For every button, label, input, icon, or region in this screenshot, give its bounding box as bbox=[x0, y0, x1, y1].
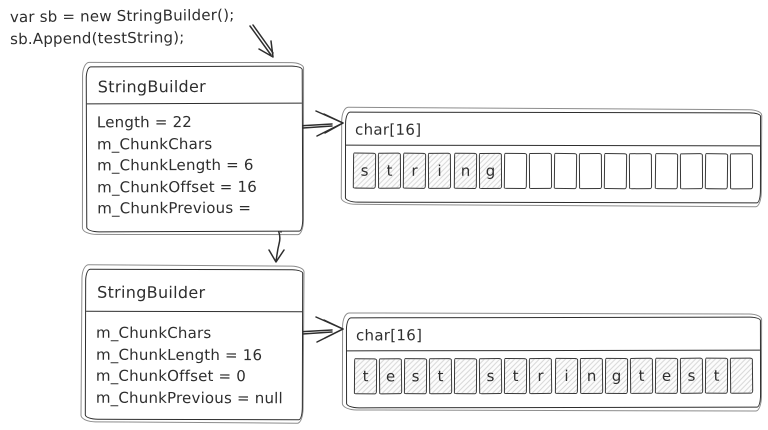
code-snippet: var sb = new StringBuilder(); sb.Append(… bbox=[10, 4, 235, 50]
char-cell bbox=[704, 153, 729, 190]
char-cell bbox=[729, 357, 754, 394]
char-cell bbox=[604, 152, 628, 190]
char-cell bbox=[729, 153, 754, 190]
char-cell: g bbox=[604, 357, 628, 394]
char-cell: i bbox=[428, 152, 452, 189]
field-row: m_ChunkOffset = 16 bbox=[97, 177, 258, 197]
char-cell: s bbox=[404, 358, 428, 395]
char-cell: r bbox=[403, 152, 427, 189]
char-cell: e bbox=[378, 358, 403, 395]
field-row: m_ChunkLength = 16 bbox=[95, 345, 263, 364]
code-line-1: var sb = new StringBuilder(); bbox=[9, 5, 235, 27]
char-cell: r bbox=[529, 357, 553, 395]
field-row: m_ChunkChars bbox=[96, 134, 213, 153]
arrow-code-to-builder1-icon bbox=[249, 24, 274, 58]
char-cell: t bbox=[377, 152, 402, 189]
field-row: m_ChunkChars bbox=[96, 323, 212, 343]
char-cell bbox=[679, 153, 703, 190]
char-cell: s bbox=[479, 357, 503, 395]
field-row: m_ChunkPrevious = bbox=[97, 199, 252, 218]
stringbuilder-1-fields: Length = 22 m_ChunkChars m_ChunkLength = 6… bbox=[87, 104, 302, 221]
char-cell bbox=[578, 152, 603, 190]
char-cell bbox=[629, 153, 653, 190]
char-cell bbox=[454, 358, 478, 395]
stringbuilder-2-fields: m_ChunkChars m_ChunkLength = 16 m_ChunkOff… bbox=[86, 312, 302, 410]
stringbuilder-box-2: StringBuilder m_ChunkChars m_ChunkLength … bbox=[84, 268, 304, 421]
char-cell: n bbox=[579, 357, 603, 395]
char-cell: e bbox=[654, 357, 678, 394]
char-cell: g bbox=[478, 152, 502, 189]
char-array-2-title: char[16] bbox=[346, 317, 760, 352]
char-cell: t bbox=[704, 357, 729, 394]
char-cell: i bbox=[554, 357, 578, 395]
char-cell bbox=[503, 152, 528, 190]
char-cell: t bbox=[429, 358, 453, 395]
char-cell: t bbox=[629, 357, 653, 394]
char-cell: s bbox=[352, 152, 377, 189]
stringbuilder-box-1: StringBuilder Length = 22 m_ChunkChars m_C… bbox=[85, 65, 304, 233]
char-cell: n bbox=[453, 152, 477, 189]
field-row: m_ChunkPrevious = null bbox=[95, 388, 283, 408]
stringbuilder-2-title: StringBuilder bbox=[86, 269, 303, 313]
char-cell bbox=[528, 152, 553, 190]
char-cell bbox=[654, 153, 678, 190]
field-row: m_ChunkLength = 6 bbox=[97, 155, 254, 175]
code-line-2: sb.Append(testString); bbox=[10, 28, 185, 49]
char-cell: t bbox=[504, 357, 528, 395]
char-cell bbox=[553, 152, 578, 190]
char-array-1-title: char[16] bbox=[346, 112, 761, 147]
stringbuilder-1-title: StringBuilder bbox=[86, 66, 302, 105]
field-row: m_ChunkOffset = 0 bbox=[95, 366, 247, 386]
field-row: Length = 22 bbox=[96, 113, 193, 132]
char-cell: s bbox=[679, 357, 704, 394]
char-cell: t bbox=[353, 358, 378, 395]
